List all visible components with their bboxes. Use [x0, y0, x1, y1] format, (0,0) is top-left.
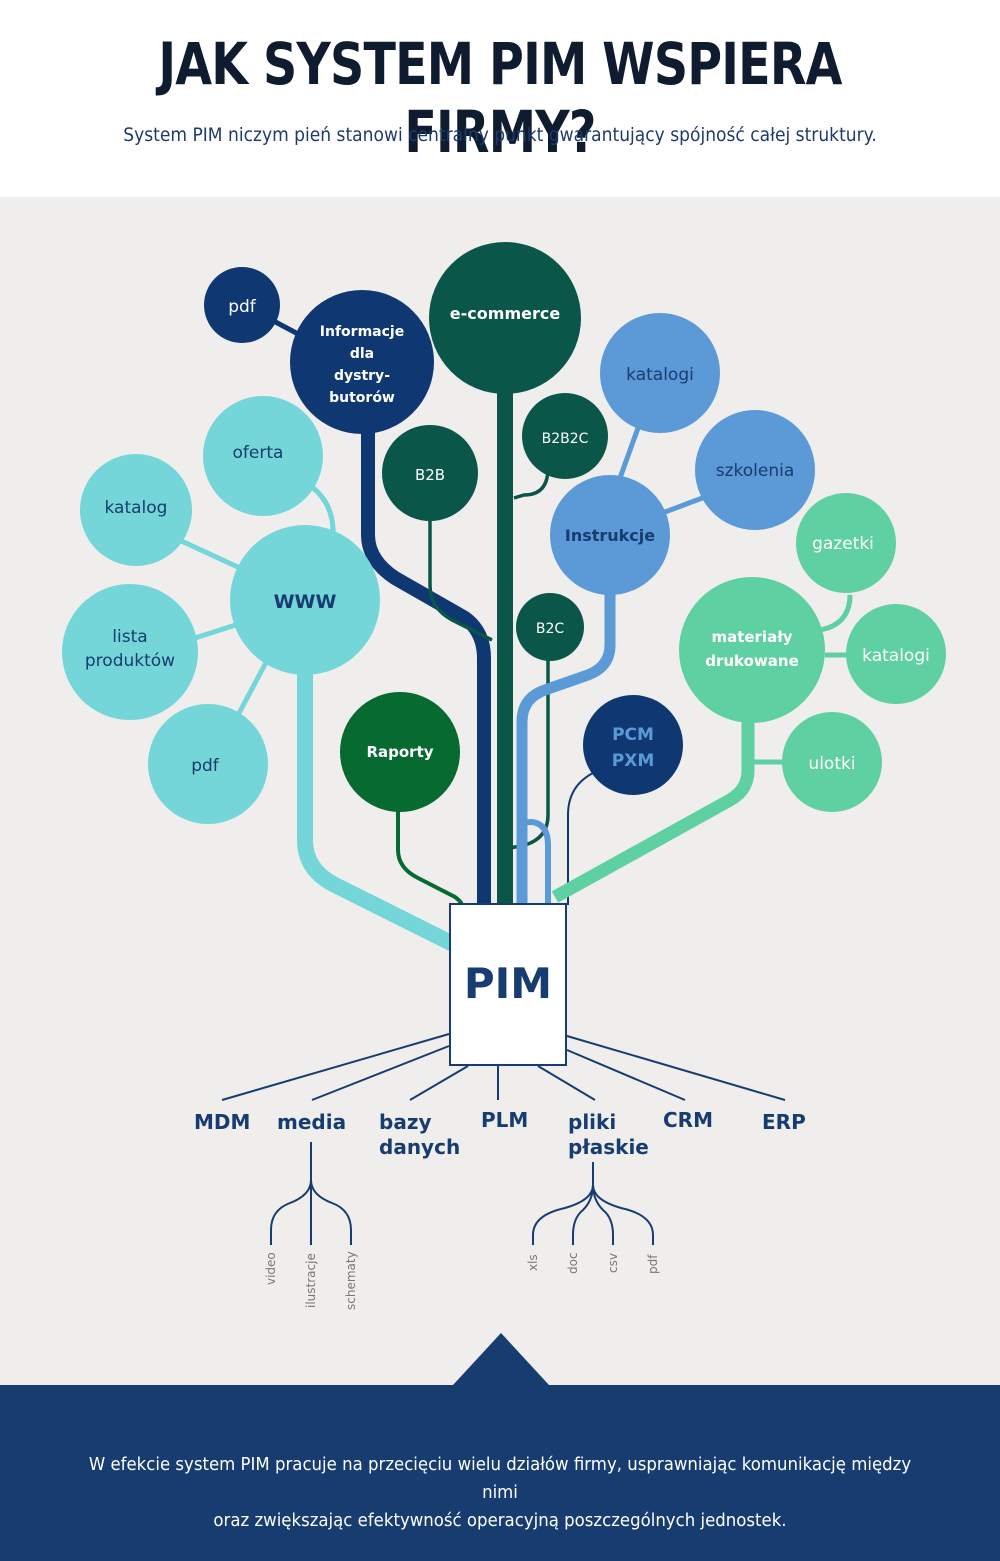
node-b2c: [516, 593, 584, 661]
root-bazy-2: danych: [379, 1135, 460, 1159]
label-gazetki: gazetki: [812, 534, 874, 554]
page-title: JAK SYSTEM PIM WSPIERA FIRMY?: [158, 30, 842, 166]
label-lista-2: produktów: [85, 651, 175, 671]
connector-pdf-www: [235, 653, 273, 717]
node-www: [230, 525, 380, 675]
media-child-video: video: [264, 1252, 278, 1285]
branch-instrukcje-loop: [519, 818, 551, 905]
footer: W efekcie system PIM pracuje na przecięc…: [0, 1385, 1000, 1561]
node-informacje: [290, 290, 434, 434]
branch-materialy: [551, 718, 755, 903]
media-child-ilustracje: ilustracje: [304, 1253, 318, 1308]
pliki-child-pdf: pdf: [646, 1254, 660, 1274]
footer-line-2: oraz zwiększając efektywność operacyjną …: [213, 1510, 787, 1531]
branch-b2b: [428, 520, 493, 642]
pliki-branch-xls: [532, 1184, 594, 1245]
label-materialy-2: drukowane: [705, 652, 799, 670]
node-pdf-left: [148, 704, 268, 824]
node-szkolenia: [695, 410, 815, 530]
node-pcm-pxm: [583, 695, 683, 795]
connector-gazetki-materialy: [819, 594, 853, 633]
pliki-branch-csv: [592, 1184, 614, 1245]
node-ecommerce: [429, 242, 581, 394]
label-www: WWW: [274, 591, 337, 613]
label-b2b2c: B2B2C: [542, 431, 589, 447]
footer-line-1: W efekcie system PIM pracuje na przecięc…: [88, 1454, 912, 1503]
label-b2b: B2B: [415, 466, 445, 484]
header: JAK SYSTEM PIM WSPIERA FIRMY? System PIM…: [0, 0, 1000, 197]
node-katalogi-mint: [846, 604, 946, 704]
label-raporty: Raporty: [366, 743, 433, 761]
node-katalogi-blue: [600, 313, 720, 433]
page-subtitle: System PIM niczym pień stanowi centralny…: [123, 124, 877, 146]
node-instrukcje: [550, 475, 670, 595]
branch-www: [297, 670, 459, 953]
node-b2b2c: [522, 393, 608, 479]
root-line-crm: [566, 1049, 686, 1101]
pliki-child-doc: doc: [566, 1252, 580, 1274]
pliki-child-xls: xls: [526, 1254, 540, 1271]
label-ecommerce: e-commerce: [450, 304, 561, 323]
root-line-pliki: [537, 1065, 596, 1101]
root-pliki-2: płaskie: [568, 1135, 649, 1159]
pliki-branch-doc: [572, 1184, 594, 1245]
label-b2c: B2C: [536, 621, 565, 637]
branch-instrukcje: [516, 590, 616, 905]
label-pdf-top: pdf: [228, 297, 257, 317]
node-lista-produktow: [62, 584, 198, 720]
pim-label: PIM: [464, 959, 552, 1008]
media-child-schematy: schematy: [344, 1251, 358, 1310]
node-materialy: [679, 577, 825, 723]
connector-szkolenia-instrukcje: [664, 494, 706, 515]
label-informacje-4: butorów: [329, 390, 395, 406]
root-line-mdm: [221, 1033, 450, 1101]
pliki-child-csv: csv: [606, 1253, 620, 1273]
label-pcm: PCM: [612, 725, 654, 745]
branch-informacje: [361, 420, 491, 905]
pim-box: [449, 903, 567, 1066]
label-oferta: oferta: [233, 443, 284, 463]
label-pdf-left: pdf: [191, 756, 220, 776]
connector-katalogi-instrukcje: [617, 427, 641, 479]
root-crm: CRM: [663, 1108, 713, 1132]
label-lista-1: lista: [112, 627, 147, 647]
root-erp: ERP: [762, 1110, 806, 1134]
root-plm: PLM: [481, 1108, 528, 1132]
branch-raporty: [396, 808, 464, 907]
node-katalog: [80, 454, 192, 566]
node-ulotki: [782, 712, 882, 812]
label-pxm: PXM: [612, 751, 654, 771]
label-szkolenia: szkolenia: [716, 461, 795, 481]
pim-tree-diagram: pdf Informacje dla dystry- butorów e-com…: [62, 242, 946, 1385]
node-gazetki: [796, 493, 896, 593]
footer-text: W efekcie system PIM pracuje na przecięc…: [77, 1451, 923, 1535]
media-branch-left: [270, 1179, 312, 1245]
label-informacje-2: dla: [350, 346, 374, 362]
root-line-erp: [566, 1035, 786, 1101]
root-mdm: MDM: [194, 1110, 250, 1134]
root-media: media: [277, 1110, 346, 1134]
label-ulotki: ulotki: [808, 754, 855, 774]
root-line-media: [311, 1045, 450, 1101]
label-katalog: katalog: [105, 498, 168, 518]
media-branch-right: [310, 1179, 352, 1245]
node-pdf-top: [204, 267, 280, 343]
root-pliki-1: pliki: [568, 1110, 616, 1134]
label-katalogi-mint: katalogi: [862, 646, 930, 666]
label-materialy-1: materiały: [711, 628, 792, 646]
node-oferta: [203, 396, 323, 516]
branch-pcm: [567, 771, 596, 905]
label-katalogi-blue: katalogi: [626, 365, 694, 385]
footer-arrow: [453, 1333, 549, 1385]
node-raporty: [340, 692, 460, 812]
label-informacje-3: dystry-: [334, 368, 390, 384]
node-b2b: [382, 425, 478, 521]
label-informacje-1: Informacje: [320, 324, 404, 340]
root-bazy-1: bazy: [379, 1110, 432, 1134]
root-line-bazy: [409, 1065, 469, 1101]
pliki-branch-pdf: [592, 1184, 654, 1245]
label-instrukcje: Instrukcje: [565, 526, 655, 545]
